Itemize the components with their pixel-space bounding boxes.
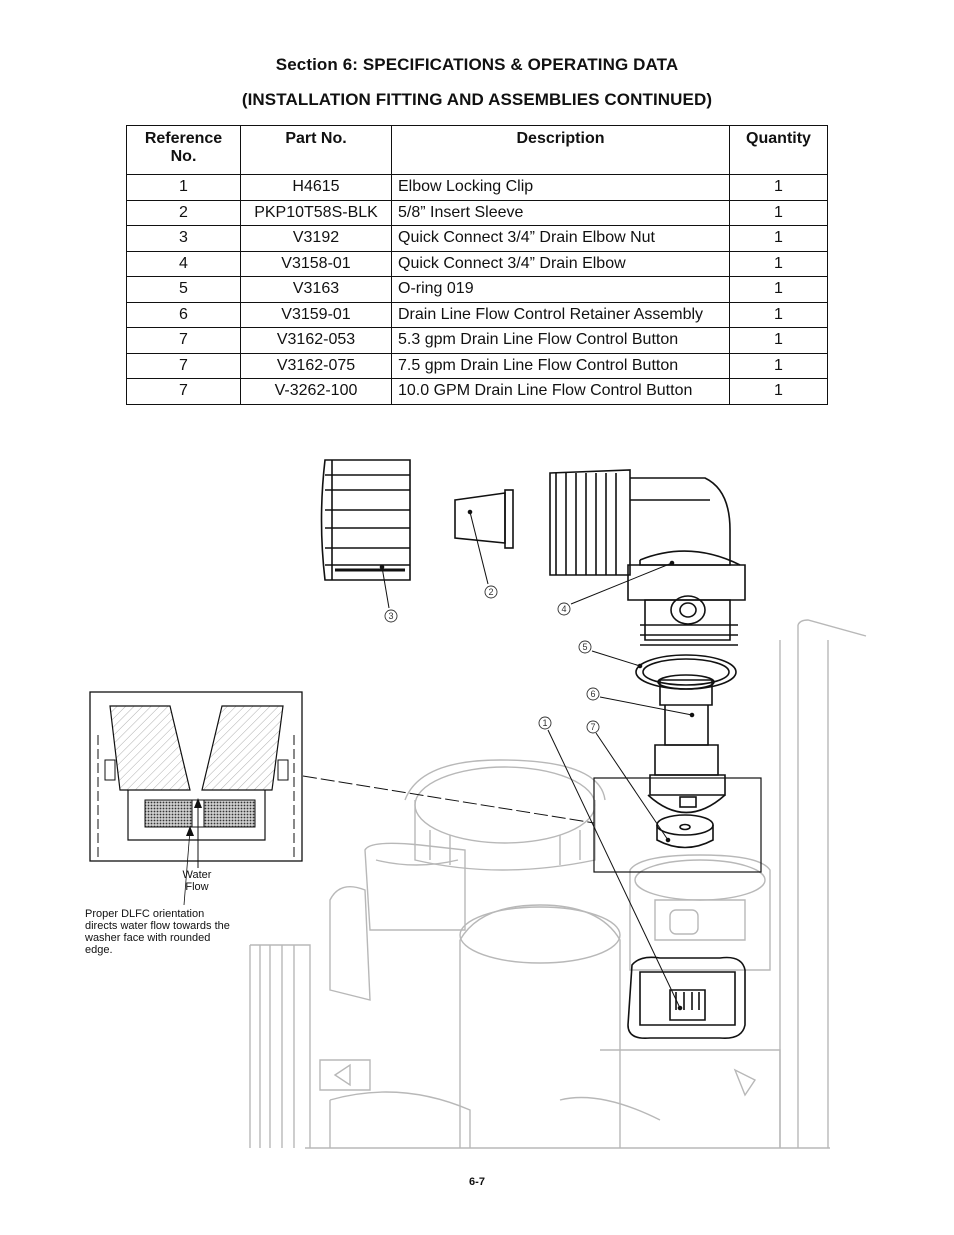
flow-control-button [656,814,714,849]
cell-reference: 7 [126,378,241,405]
callout-3-circle [384,609,398,623]
callout-5-label: 5 [582,642,587,652]
page-number: 6-7 [469,1176,485,1188]
cell-reference: 2 [126,199,241,226]
drain-elbow [549,469,746,646]
cell-quantity: 1 [729,327,828,354]
callout-6-label: 6 [590,689,595,699]
section-subtitle: (INSTALLATION FITTING AND ASSEMBLIES CON… [241,90,713,109]
column-header-quantity: Quantity [729,125,828,175]
callout-5-circle [578,640,592,654]
parts-table: Reference No. Part No. Description Quant… [126,125,828,405]
callout-1-circle [538,716,552,730]
column-header-description: Description [391,125,730,175]
table-row: 1 H4615 Elbow Locking Clip 1 [126,174,828,201]
callout-4-label: 4 [561,604,566,614]
table-row: 7 V3162-053 5.3 gpm Drain Line Flow Cont… [126,327,828,354]
water-flow-label: Water Flow [182,869,212,893]
cell-quantity: 1 [729,378,828,405]
cell-reference: 7 [126,352,241,379]
cell-reference: 1 [126,174,241,201]
table-row: 7 V-3262-100 10.0 GPM Drain Line Flow Co… [126,378,828,405]
elbow-locking-clip [627,956,746,1040]
callout-circles [384,585,600,734]
cell-quantity: 1 [729,225,828,252]
column-header-reference: Reference No. [126,125,241,175]
cell-reference: 7 [126,327,241,354]
callout-7-label: 7 [590,722,595,732]
cell-reference: 6 [126,301,241,328]
cell-part-no: H4615 [240,174,392,201]
callout-2-circle [484,585,498,599]
callout-7-circle [586,720,600,734]
cell-reference: 4 [126,250,241,277]
table-row: 5 V3163 O-ring 019 1 [126,276,828,303]
detail-section-view [89,691,303,906]
cell-description: 10.0 GPM Drain Line Flow Control Button [391,378,730,405]
table-row: 2 PKP10T58S-BLK 5/8” Insert Sleeve 1 [126,199,828,226]
orientation-note: Proper DLFC orientation directs water fl… [85,908,230,956]
cell-part-no: V3162-075 [240,352,392,379]
leader-lines [379,509,695,1011]
column-header-part-no: Part No. [240,125,392,175]
cell-part-no: V3162-053 [240,327,392,354]
cell-quantity: 1 [729,199,828,226]
cell-part-no: PKP10T58S-BLK [240,199,392,226]
detail-callout-box [302,775,762,873]
table-header-row: Reference No. Part No. Description Quant… [126,125,828,175]
cell-part-no: V3158-01 [240,250,392,277]
cell-description: Elbow Locking Clip [391,174,730,201]
o-ring [635,654,737,690]
flow-control-retainer [647,674,726,814]
valve-body-background [249,619,867,1149]
callout-6-circle [586,687,600,701]
callout-2-label: 2 [488,587,493,597]
section-title: Section 6: SPECIFICATIONS & OPERATING DA… [275,55,679,74]
cell-quantity: 1 [729,250,828,277]
table-row: 3 V3192 Quick Connect 3/4” Drain Elbow N… [126,225,828,252]
insert-sleeve [454,489,514,549]
callout-4-circle [557,602,571,616]
cell-description: 5/8” Insert Sleeve [391,199,730,226]
drain-elbow-nut [320,459,411,581]
callout-3-label: 3 [388,611,393,621]
callout-1-label: 1 [542,718,547,728]
